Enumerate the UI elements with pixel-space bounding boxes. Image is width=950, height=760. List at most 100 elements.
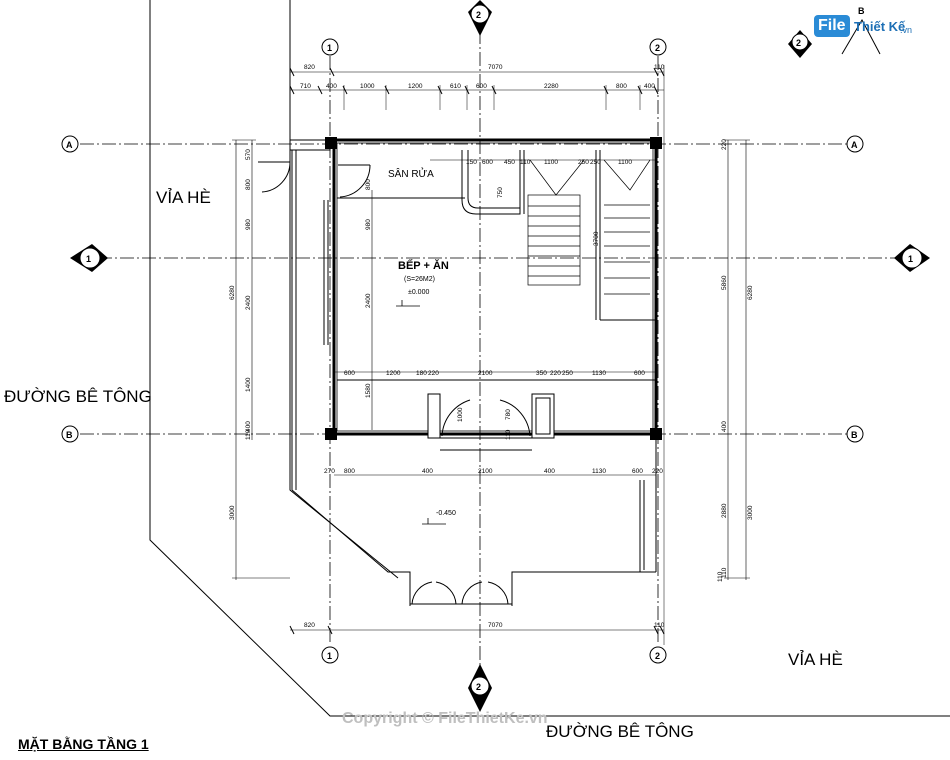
dimension-labels-inner-left: 800 980 2400 1580 xyxy=(365,179,372,398)
svg-text:1000: 1000 xyxy=(457,407,464,422)
svg-text:400: 400 xyxy=(544,468,555,475)
svg-text:600: 600 xyxy=(476,83,487,90)
level-markers xyxy=(396,300,446,525)
svg-text:2: 2 xyxy=(655,651,660,661)
copyright-watermark: Copyright © FileThietKe.vn xyxy=(342,710,548,727)
room-label-wash-yard: SÂN RỬA xyxy=(388,169,434,180)
svg-text:1: 1 xyxy=(86,254,91,264)
svg-text:1100: 1100 xyxy=(618,159,632,166)
svg-text:2880: 2880 xyxy=(721,503,728,518)
section-mark-bottom: 2 xyxy=(468,664,492,712)
svg-text:B: B xyxy=(858,6,865,16)
grid-bubbles xyxy=(61,38,864,664)
sidewalk-label-left: VỈA HÈ xyxy=(156,188,211,207)
svg-text:600: 600 xyxy=(634,370,645,377)
road-label-left: ĐƯỜNG BÊ TÔNG xyxy=(4,387,152,406)
svg-text:1: 1 xyxy=(327,651,332,661)
svg-text:350: 350 xyxy=(536,370,547,377)
dimension-lines xyxy=(235,71,747,631)
svg-text:110: 110 xyxy=(245,429,252,440)
svg-text:980: 980 xyxy=(365,219,372,230)
svg-text:800: 800 xyxy=(616,83,627,90)
svg-text:1580: 1580 xyxy=(365,383,372,398)
svg-text:2: 2 xyxy=(655,43,660,53)
section-mark-top: 2 xyxy=(468,0,492,36)
drawing-title: MẶT BẰNG TẦNG 1 xyxy=(18,736,149,752)
svg-text:3700: 3700 xyxy=(593,231,600,246)
svg-text:780: 780 xyxy=(505,409,512,420)
logo-file-badge: File xyxy=(814,15,850,37)
dimension-labels-left: 570 800 980 2400 1400 400 3000 6280 xyxy=(229,149,252,520)
svg-text:800: 800 xyxy=(245,179,252,190)
svg-text:6280: 6280 xyxy=(229,285,236,300)
svg-text:A: A xyxy=(851,140,858,150)
extension-lines xyxy=(232,65,750,645)
svg-text:7070: 7070 xyxy=(488,622,503,629)
svg-text:570: 570 xyxy=(245,149,252,160)
section-mark-left: 1 xyxy=(70,244,108,272)
road-label-bottom: ĐƯỜNG BÊ TÔNG xyxy=(546,722,694,741)
svg-text:980: 980 xyxy=(245,219,252,230)
staircase xyxy=(527,159,651,295)
dimension-labels-top: 820 7070 110 710 400 1000 1200 610 600 2… xyxy=(300,64,665,90)
svg-text:400: 400 xyxy=(422,468,433,475)
site-boundary xyxy=(149,0,950,717)
svg-text:1130: 1130 xyxy=(592,370,606,377)
svg-text:750: 750 xyxy=(497,187,504,198)
dimension-labels-outer: 270 800 400 2100 400 1130 600 220 xyxy=(324,468,663,475)
level-kitchen: ±0.000 xyxy=(408,289,430,296)
section-mark-right: 1 xyxy=(894,244,930,272)
svg-text:1400: 1400 xyxy=(245,377,252,392)
svg-text:820: 820 xyxy=(304,64,315,71)
grid-bubble-labels: 1 2 1 2 A B A B xyxy=(66,43,858,661)
svg-text:110: 110 xyxy=(721,567,728,578)
svg-text:110: 110 xyxy=(520,159,531,166)
svg-text:2100: 2100 xyxy=(478,468,493,475)
svg-text:7070: 7070 xyxy=(488,64,503,71)
grid-lines xyxy=(80,30,902,670)
columns xyxy=(325,137,662,440)
porch xyxy=(291,440,657,606)
sidewalk-label-right: VỈA HÈ xyxy=(788,650,843,669)
svg-text:B: B xyxy=(66,430,73,440)
svg-text:B: B xyxy=(851,430,858,440)
svg-text:110: 110 xyxy=(717,571,724,582)
svg-text:220: 220 xyxy=(721,139,728,150)
svg-text:110: 110 xyxy=(505,429,512,440)
svg-text:800: 800 xyxy=(365,179,372,190)
svg-text:1130: 1130 xyxy=(592,468,606,475)
svg-text:180: 180 xyxy=(416,370,427,377)
svg-text:600: 600 xyxy=(632,468,643,475)
logo-text: Thiết Kế xyxy=(854,19,906,34)
logo-domain: .vn xyxy=(900,25,913,35)
svg-text:2280: 2280 xyxy=(544,83,559,90)
svg-text:220: 220 xyxy=(550,370,561,377)
svg-text:6280: 6280 xyxy=(747,285,754,300)
dimension-ticks xyxy=(289,67,665,635)
svg-text:250: 250 xyxy=(562,370,573,377)
svg-text:1: 1 xyxy=(908,254,913,264)
svg-text:A: A xyxy=(66,140,73,150)
interior-walls xyxy=(337,150,656,381)
left-wall xyxy=(258,139,371,490)
exterior-walls xyxy=(332,138,658,436)
svg-text:800: 800 xyxy=(344,468,355,475)
north-arrow: B xyxy=(841,6,881,55)
dimension-labels-misc: 750 3700 1000 780 110 110 110 xyxy=(245,187,724,582)
svg-text:3000: 3000 xyxy=(229,505,236,520)
dimension-labels-inner1: 150 600 450 110 1100 250 250 1100 xyxy=(466,159,632,166)
svg-text:220: 220 xyxy=(652,468,663,475)
dimension-labels-right: 220 5860 400 2880 110 6280 3000 xyxy=(721,139,754,578)
svg-text:400: 400 xyxy=(245,421,252,432)
site-logo: File Thiết Kế .vn xyxy=(814,13,924,53)
svg-text:220: 220 xyxy=(428,370,439,377)
svg-text:2: 2 xyxy=(796,38,801,48)
svg-text:3000: 3000 xyxy=(747,505,754,520)
svg-text:2100: 2100 xyxy=(478,370,493,377)
svg-text:400: 400 xyxy=(644,83,655,90)
svg-text:250: 250 xyxy=(578,159,589,166)
room-area-kitchen: (S=26M2) xyxy=(404,276,435,283)
dimension-labels-bottom: 820 7070 110 xyxy=(304,622,665,629)
room-label-kitchen: BẾP + ĂN xyxy=(398,260,449,272)
